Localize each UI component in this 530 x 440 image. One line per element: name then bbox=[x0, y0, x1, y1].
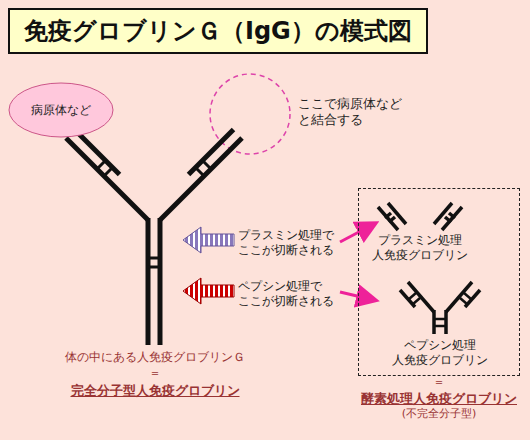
plasmin-arrow bbox=[183, 227, 234, 253]
pathogen-ellipse: 病原体など bbox=[8, 82, 114, 138]
fab2-bonds bbox=[409, 293, 471, 326]
ellipse-outline bbox=[9, 83, 113, 137]
box-caption: ＝酵素処理人免疫グロブリン(不完全分子型) bbox=[339, 375, 530, 421]
igg-molecule bbox=[66, 130, 242, 346]
node-text: 病原体など bbox=[31, 102, 91, 119]
svg-part bbox=[195, 167, 204, 176]
svg-part bbox=[434, 318, 446, 321]
svg-part bbox=[445, 217, 451, 222]
annotation-label: ペプシン処理 人免疫グロブリン bbox=[392, 338, 488, 368]
svg-part bbox=[409, 293, 416, 299]
annotation-label: 体の中にある人免疫グロブリンＧ bbox=[65, 350, 245, 365]
svg-part bbox=[408, 282, 434, 312]
fab2-fragment bbox=[400, 282, 480, 334]
svg-part bbox=[444, 310, 448, 334]
annotation-label: プラスミン処理で ここが切断される bbox=[238, 228, 334, 258]
pointer-arrow bbox=[340, 292, 374, 300]
diagram-title: 免疫グロブリンＧ（IgG）の模式図 bbox=[8, 8, 428, 54]
box-caption-text: ＝ bbox=[339, 375, 530, 390]
svg-part bbox=[146, 218, 151, 345]
svg-part bbox=[460, 298, 467, 304]
svg-part bbox=[413, 298, 420, 304]
svg-part bbox=[158, 218, 163, 345]
fab-fragments bbox=[378, 203, 462, 230]
svg-part bbox=[104, 167, 113, 176]
box-caption-text: (不完全分子型) bbox=[339, 407, 530, 421]
svg-part bbox=[434, 325, 446, 328]
annotation-label: ペプシン処理で ここが切断される bbox=[238, 279, 334, 309]
annotation-label: ＝ bbox=[149, 366, 161, 381]
svg-part bbox=[465, 290, 480, 307]
svg-part bbox=[148, 257, 160, 260]
svg-part bbox=[449, 213, 455, 218]
svg-part bbox=[385, 213, 391, 218]
svg-part bbox=[202, 160, 211, 169]
svg-part bbox=[446, 282, 472, 312]
annotation-label: ここで病原体など と結合する bbox=[298, 96, 402, 128]
svg-part bbox=[148, 266, 160, 269]
disulfide-bonds bbox=[97, 160, 211, 267]
annotation-label: 完全分子型人免疫グロブリン bbox=[71, 383, 240, 399]
svg-part bbox=[66, 138, 148, 220]
svg-part bbox=[97, 160, 106, 169]
svg-part bbox=[160, 138, 242, 220]
svg-part bbox=[464, 293, 471, 299]
svg-part bbox=[432, 310, 436, 334]
svg-part bbox=[389, 217, 395, 222]
pepsin-arrow bbox=[183, 278, 234, 304]
pointer-arrow bbox=[340, 224, 374, 242]
box-caption-text: 酵素処理人免疫グロブリン bbox=[339, 390, 530, 407]
svg-part bbox=[400, 290, 415, 307]
annotation-label: プラスミン処理 人免疫グロブリン bbox=[372, 233, 468, 263]
